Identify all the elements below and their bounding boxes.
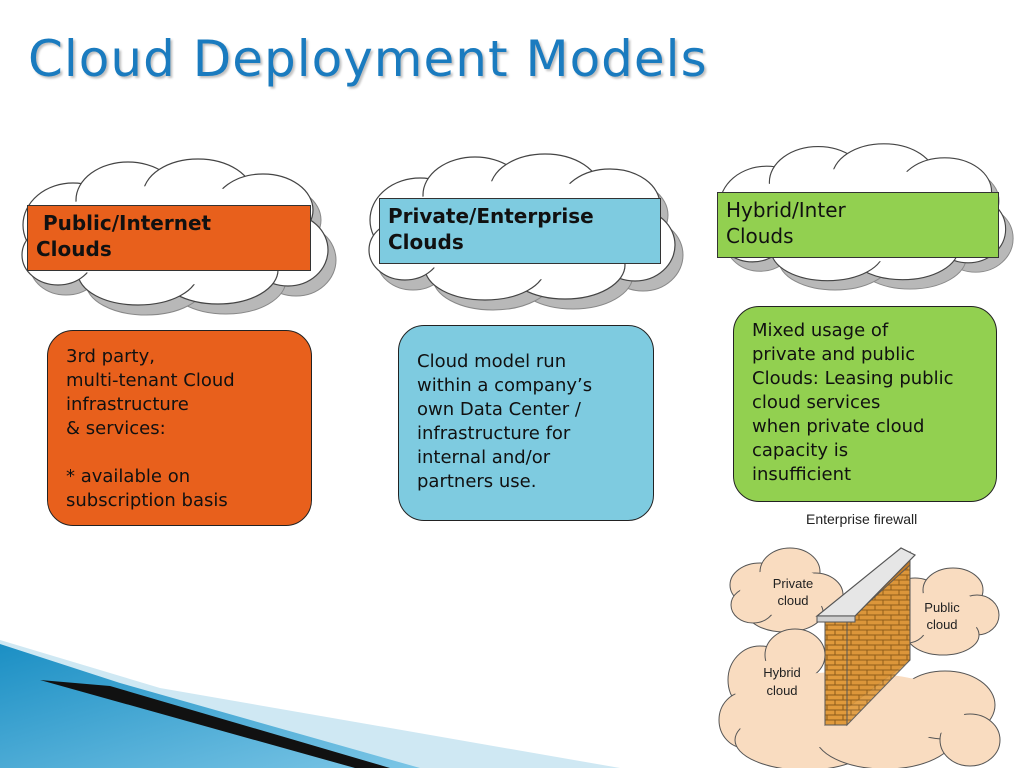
firewall-wall [815,547,917,727]
public-cloud-line1: Public [924,600,960,615]
public-cloud-label: Public/Internet Clouds [27,205,311,271]
public-cloud-description: 3rd party, multi-tenant Cloud infrastruc… [47,330,312,526]
private-label-line2: Clouds [388,230,464,254]
hybrid-cloud-line2: cloud [766,683,797,698]
private-cloud-line2: cloud [777,593,808,608]
private-cloud-label: Private/Enterprise Clouds [379,198,661,264]
hybrid-cloud-description: Mixed usage of private and public Clouds… [733,306,997,502]
decorative-swoosh [0,640,620,768]
private-cloud-description: Cloud model run within a company’s own D… [398,325,654,521]
public-cloud-line2: cloud [926,617,957,632]
hybrid-cloud-line1: Hybrid [763,665,801,680]
hybrid-cloud-label: Hybrid/Inter Clouds [717,192,999,258]
public-label-line2: Clouds [36,237,112,261]
firewall-caption: Enterprise firewall [806,511,918,527]
firewall-diagram: Private cloud Public cloud Hybrid cloud [718,547,1001,768]
page-title: Cloud Deployment Models [28,30,708,88]
public-label-line1: Public/Internet [36,211,212,235]
hybrid-label-line1: Hybrid/Inter [726,198,846,222]
hybrid-label-line2: Clouds [726,224,794,248]
private-label-line1: Private/Enterprise [388,204,594,228]
private-cloud-line1: Private [773,576,813,591]
